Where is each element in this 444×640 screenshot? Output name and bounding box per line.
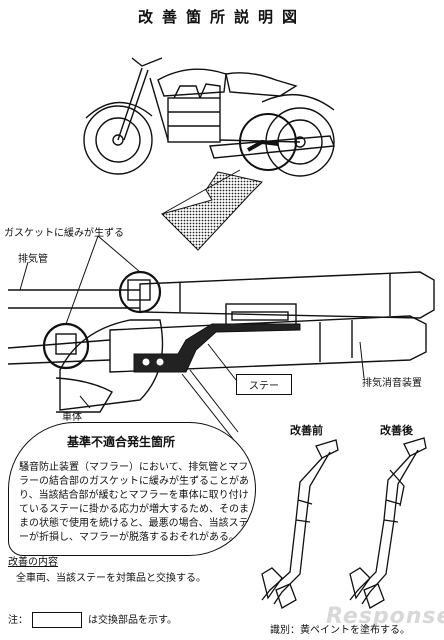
note-prefix: 注： bbox=[8, 615, 28, 626]
note-text: は交換部品を示す。 bbox=[88, 615, 177, 626]
before-label: 改善前 bbox=[290, 424, 323, 437]
defect-heading: 基準不適合発生箇所 bbox=[67, 435, 176, 449]
gasket-label: ガスケットに緩みが生ずる bbox=[4, 228, 124, 239]
page-title: 改善箇所説明図 bbox=[137, 8, 306, 26]
identification-text: 識別：黄ペイントを塗布する。 bbox=[270, 625, 410, 636]
watermark-logo: Response. bbox=[326, 604, 444, 629]
remedy-heading: 改善の内容 bbox=[8, 557, 58, 568]
exhaust-pipe-label: 排気管 bbox=[18, 254, 48, 265]
defect-description-box: 基準不適合発生箇所 騒音防止装置（マフラー）において、排気管とマフラーの結合部の… bbox=[8, 422, 256, 556]
muffler-label: 排気消音装置 bbox=[362, 378, 422, 389]
body-label: 車体 bbox=[62, 412, 82, 423]
defect-text: 騒音防止装置（マフラー）において、排気管とマフラーの結合部のガスケットに緩みが生… bbox=[19, 462, 249, 543]
remedy-text: 全車両、当該ステーを対策品と交換する。 bbox=[16, 573, 206, 584]
replacement-part-legend-box bbox=[32, 612, 82, 628]
stay-label: ステー bbox=[236, 374, 292, 395]
after-label: 改善後 bbox=[380, 424, 413, 437]
